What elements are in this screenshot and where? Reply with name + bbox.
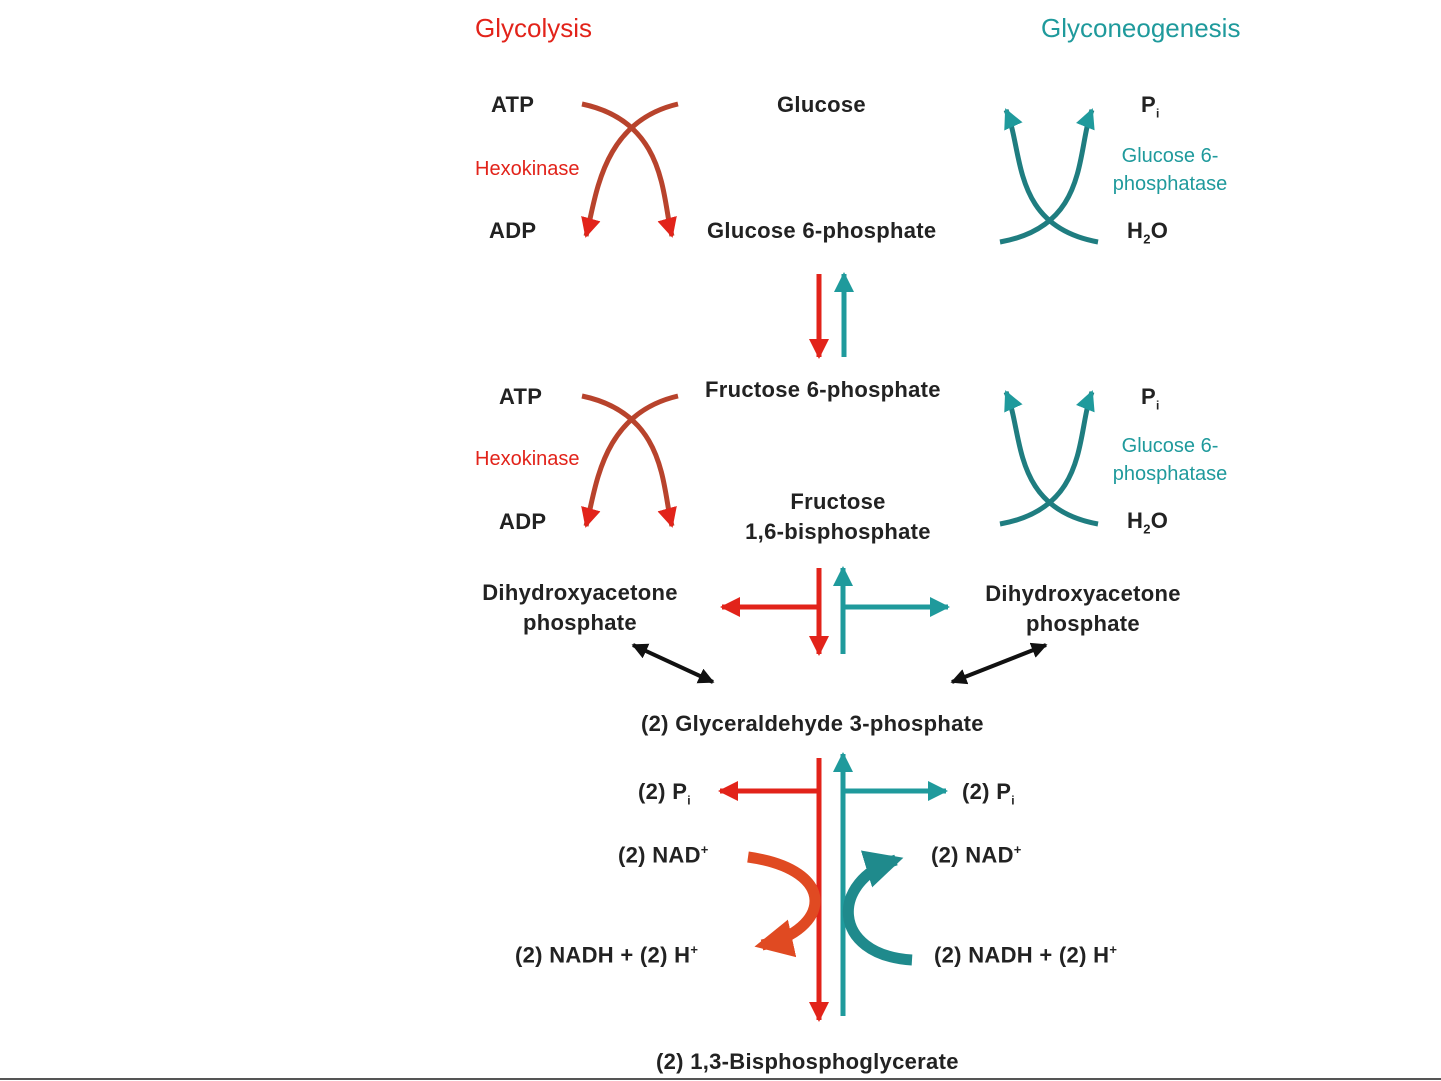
- curved-arrow-nad-to-nadh: [747, 851, 821, 958]
- equilibrium-arrow-left: [631, 643, 715, 684]
- pi-label-right: (2) Pi: [962, 779, 1015, 808]
- nadh-label-right: (2) NADH + (2) H+: [934, 942, 1118, 968]
- header-glycolysis: Glycolysis: [475, 13, 593, 43]
- bisphosphoglycerate-label: (2) 1,3-Bisphosphoglycerate: [656, 1049, 959, 1074]
- aldolase-arrows: [720, 566, 950, 656]
- fructose-6-phosphate-label: Fructose 6-phosphate: [705, 377, 941, 402]
- hexokinase-label-2: Hexokinase: [475, 448, 580, 470]
- pi-label-2: Pi: [1141, 384, 1160, 413]
- curved-arrow-h2o-to-pi: [999, 108, 1095, 245]
- equilibrium-arrow-right: [950, 642, 1048, 685]
- h2o-label-2: H2O: [1127, 508, 1169, 537]
- glucose-6-phosphatase-label-1: Glucose 6-phosphatase: [1112, 145, 1228, 195]
- glyceraldehyde-3-phosphate-label: (2) Glyceraldehyde 3-phosphate: [641, 711, 984, 736]
- glucose-6-phosphatase-label-2: Glucose 6-phosphatase: [1112, 435, 1228, 485]
- h2o-label-1: H2O: [1127, 218, 1169, 247]
- adp-label-1: ADP: [489, 218, 537, 243]
- atp-label-1: ATP: [491, 92, 535, 117]
- gapdh-arrows: [718, 752, 948, 1022]
- header-gluconeogenesis: Glyconeogenesis: [1041, 13, 1241, 43]
- hexokinase-cross-arrows-2: [581, 393, 679, 528]
- curved-arrow-substrate-to-adp: [581, 101, 679, 238]
- nadh-label-left: (2) NADH + (2) H+: [515, 942, 699, 968]
- phosphatase-cross-arrows-1: [999, 108, 1099, 245]
- curved-arrow-substrate-to-glucose: [1003, 108, 1099, 245]
- hexokinase-cross-arrows-1: [581, 101, 679, 238]
- pi-label-left: (2) Pi: [638, 779, 691, 808]
- curved-arrow-atp-to-product: [581, 101, 677, 238]
- bottom-divider: [0, 1078, 1441, 1080]
- hexokinase-label-1: Hexokinase: [475, 158, 580, 180]
- atp-label-2: ATP: [499, 384, 543, 409]
- glucose-6-phosphate-label: Glucose 6-phosphate: [707, 218, 937, 243]
- nad-label-left: (2) NAD+: [618, 842, 709, 868]
- glucose-label: Glucose: [777, 92, 866, 117]
- phosphatase-cross-arrows-2: [999, 390, 1099, 527]
- adp-label-2: ADP: [499, 509, 547, 534]
- pi-label-1: Pi: [1141, 92, 1160, 121]
- nad-label-right: (2) NAD+: [931, 842, 1022, 868]
- curved-arrow-nadh-to-nad: [843, 850, 913, 966]
